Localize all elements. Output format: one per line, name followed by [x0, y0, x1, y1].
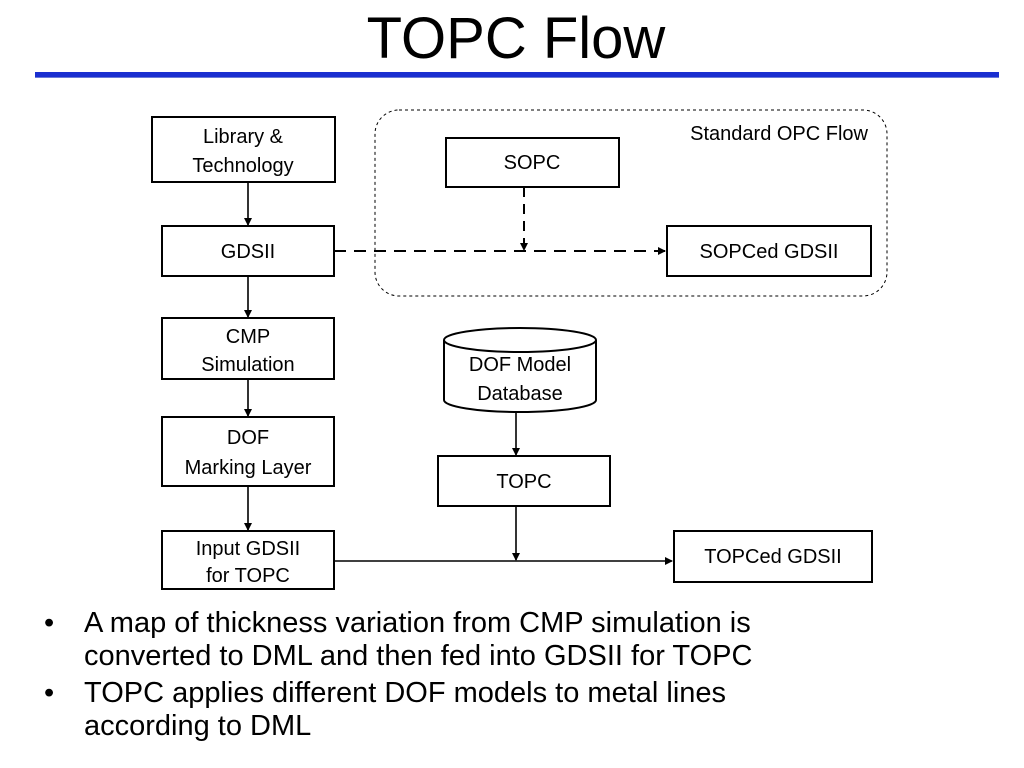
input-gdsii-for-topc-line-1: Input GDSII [196, 538, 301, 560]
bullet-dot: • [44, 607, 55, 639]
bullet-dot: • [44, 677, 55, 709]
topc-node: TOPC [437, 455, 611, 507]
cmp-simulation-line-2: Simulation [201, 354, 294, 376]
bullet-text-line: TOPC applies different DOF models to met… [84, 677, 727, 709]
bullet-list: • A map of thickness variation from CMP … [44, 607, 944, 747]
bullet-text-line: converted to DML and then fed into GDSII… [84, 640, 753, 672]
flow-diagram: Standard OPC Flow Library & Technology G… [151, 109, 888, 590]
library-technology-line-1: Library & [203, 126, 284, 148]
input-gdsii-for-topc-node: Input GDSII for TOPC [161, 530, 335, 590]
sopced-gdsii-node: SOPCed GDSII [666, 225, 872, 277]
bullet-text-line: A map of thickness variation from CMP si… [84, 607, 751, 639]
dof-model-database-line-1: DOF Model [469, 354, 571, 376]
title-underline [35, 72, 999, 78]
dof-marking-layer-node: DOF Marking Layer [161, 416, 335, 487]
bullet-item: • A map of thickness variation from CMP … [44, 607, 944, 673]
gdsii-node: GDSII [161, 225, 335, 277]
gdsii-label: GDSII [221, 241, 275, 263]
dof-model-database-line-2: Database [477, 383, 563, 405]
bullet-item: • TOPC applies different DOF models to m… [44, 677, 944, 743]
library-technology-node: Library & Technology [151, 116, 336, 183]
slide-title: TOPC Flow [366, 6, 666, 71]
input-gdsii-for-topc-line-2: for TOPC [206, 565, 290, 587]
sopced-gdsii-label: SOPCed GDSII [700, 241, 839, 263]
standard-opc-flow-label: Standard OPC Flow [690, 123, 868, 145]
dof-marking-layer-line-1: DOF [227, 427, 269, 449]
dof-model-database-node: DOF Model Database [443, 327, 597, 413]
dof-marking-layer-line-2: Marking Layer [185, 457, 312, 479]
library-technology-line-2: Technology [192, 155, 293, 177]
topced-gdsii-node: TOPCed GDSII [673, 530, 873, 583]
cmp-simulation-node: CMP Simulation [161, 317, 335, 380]
topc-label: TOPC [496, 471, 551, 493]
standard-opc-flow-group [374, 109, 888, 297]
bullet-text-line: according to DML [84, 710, 312, 742]
topced-gdsii-label: TOPCed GDSII [704, 546, 841, 568]
sopc-label: SOPC [504, 152, 561, 174]
cmp-simulation-line-1: CMP [226, 326, 270, 348]
sopc-node: SOPC [445, 137, 620, 188]
